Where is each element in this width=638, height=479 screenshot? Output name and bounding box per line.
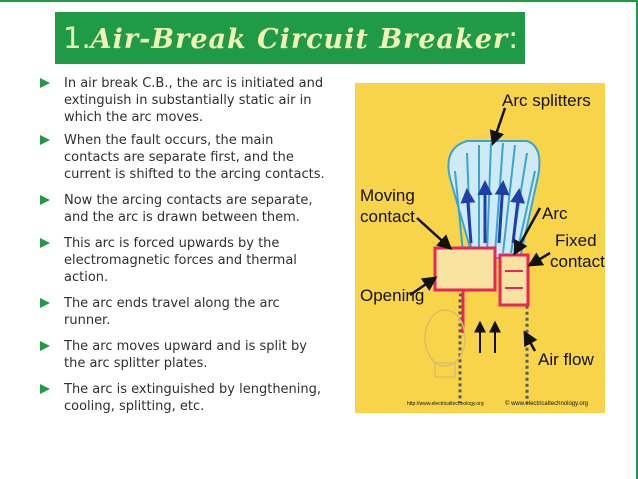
title-bar: 1.Air-Break Circuit Breaker: [55,12,525,64]
bullet-item: In air break C.B., the arc is initiated … [38,75,328,126]
label-opening: Opening [360,286,424,305]
label-fixed-contact-line1: Fixed [555,231,597,250]
label-moving-contact-line2: contact [360,207,415,226]
label-moving-contact-line1: Moving [360,186,415,205]
watermark-small: http://www.electricaltechnology.org [407,401,484,407]
bullet-arrow-icon [40,195,50,205]
title-number: 1. [63,21,91,55]
bullet-item: The arc is extinguished by lengthening, … [38,381,328,415]
diagram-svg: Arc splitters Moving contact Arc Fixed c… [355,83,605,413]
air-flow-arrows [474,320,501,353]
bullet-item: The arc moves upward and is split by the… [38,338,328,372]
watermark: © www.electricaltechnology.org [505,400,588,407]
callout-arrows [409,107,551,352]
label-arc-splitters: Arc splitters [502,91,591,110]
bullet-arrow-icon [40,384,50,394]
upward-arc-arrows [460,180,526,244]
bullet-arrow-icon [40,78,50,88]
bullet-text: This arc is forced upwards by the electr… [64,236,297,285]
bullet-arrow-icon [40,298,50,308]
bullet-text: The arc moves upward and is split by the… [64,339,307,371]
bullet-item: This arc is forced upwards by the electr… [38,235,328,286]
label-arc: Arc [542,204,568,223]
bullet-list: In air break C.B., the arc is initiated … [38,75,328,415]
bullet-text: Now the arcing contacts are separate, an… [64,193,313,225]
bullet-arrow-icon [40,135,50,145]
bullet-item: When the fault occurs, the main contacts… [38,132,328,183]
air-break-diagram: Arc splitters Moving contact Arc Fixed c… [355,83,605,413]
fixed-contact [498,253,530,307]
bullet-text: The arc ends travel along the arc runner… [64,296,280,328]
bullet-arrow-icon [40,341,50,351]
slide-title: 1.Air-Break Circuit Breaker: [63,18,518,60]
bullet-item: The arc ends travel along the arc runner… [38,295,328,329]
right-divider [636,0,638,479]
bullet-text: When the fault occurs, the main contacts… [64,133,325,182]
bullet-item: Now the arcing contacts are separate, an… [38,192,328,226]
bullet-text: The arc is extinguished by lengthening, … [64,382,322,414]
top-divider [0,0,638,2]
label-air-flow: Air flow [538,350,594,369]
title-colon: : [508,21,519,56]
bullet-text: In air break C.B., the arc is initiated … [64,76,324,125]
label-fixed-contact-line2: contact [550,252,605,271]
bullet-arrow-icon [40,238,50,248]
bulb-sketch [424,309,466,378]
title-main-text: Air-Break Circuit Breaker [90,24,509,55]
